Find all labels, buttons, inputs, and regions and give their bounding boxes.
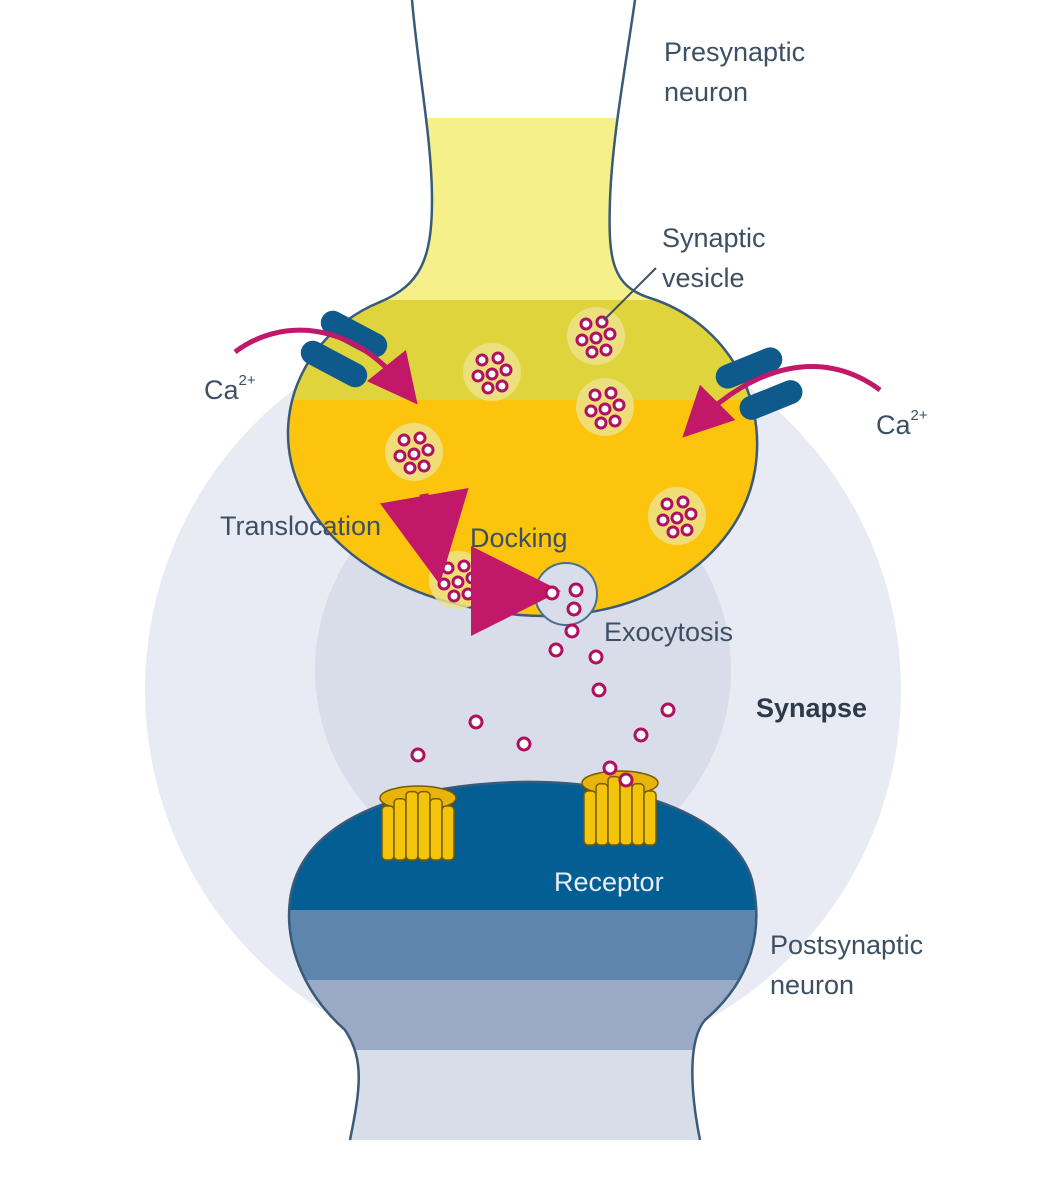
neurotransmitter-molecule: [604, 386, 618, 400]
calcium-label-right: Ca2+: [876, 405, 928, 445]
neurotransmitter-molecule: [499, 363, 513, 377]
neurotransmitter-molecule: [612, 398, 626, 412]
neurotransmitter-molecule: [437, 577, 451, 591]
calcium-channel-right: [715, 347, 803, 420]
neurotransmitter-molecule: [588, 649, 604, 665]
receptor-left: [379, 785, 457, 861]
neurotransmitter-molecule: [481, 381, 495, 395]
postsynaptic-neuron: [289, 781, 757, 1140]
neurotransmitter-molecules: [410, 582, 676, 763]
neurotransmitter-molecule: [666, 525, 680, 539]
receptor-subunit: [643, 790, 657, 846]
neurotransmitter-molecule: [575, 333, 589, 347]
receptor-subunit: [393, 798, 407, 861]
neurotransmitter-molecule: [618, 772, 634, 788]
neurotransmitter-molecule: [485, 367, 499, 381]
neurotransmitter-molecule: [588, 388, 602, 402]
translocation-arrow: [379, 487, 469, 585]
receptor-subunit: [583, 790, 597, 846]
translocation-label: Translocation: [220, 511, 382, 541]
neurotransmitter-molecule: [421, 443, 435, 457]
neurotransmitter-molecule: [407, 447, 421, 461]
receptor-subunit: [441, 805, 455, 861]
receptor-subunit: [417, 790, 431, 861]
neurotransmitter-molecule: [413, 431, 427, 445]
neurotransmitter-molecule: [680, 523, 694, 537]
neurotransmitter-molecule: [461, 587, 475, 601]
neurotransmitter-molecule: [393, 449, 407, 463]
neurotransmitter-molecule: [516, 736, 532, 752]
neurotransmitter-molecule: [591, 682, 607, 698]
receptor-subunit: [607, 775, 621, 846]
neurotransmitter-molecule: [633, 727, 649, 743]
calcium-base-right: Ca: [876, 410, 911, 440]
neurotransmitter-molecule: [660, 702, 676, 718]
postsynaptic-outline: [287, 780, 758, 1141]
neurotransmitter-molecule: [465, 571, 479, 585]
receptor-subunit: [405, 790, 419, 861]
neurotransmitter-molecule: [491, 351, 505, 365]
exocytosis-label: Exocytosis: [604, 617, 734, 647]
neurotransmitter-molecule: [397, 433, 411, 447]
docking-pocket: [534, 562, 598, 626]
calcium-arrow-right: [682, 364, 882, 438]
calcium-channel-left: [300, 310, 388, 388]
neurotransmitter-molecule: [441, 561, 455, 575]
calcium-arrow-left: [233, 327, 418, 405]
neurotransmitter-molecule: [660, 497, 674, 511]
receptor-subunit: [595, 783, 609, 846]
calcium-charge-left: 2+: [238, 372, 256, 389]
neurotransmitter-molecule: [670, 511, 684, 525]
docking-label: Docking: [470, 523, 568, 553]
neurotransmitter-molecule: [684, 507, 698, 521]
neurotransmitter-molecule: [403, 461, 417, 475]
postsynaptic-neuron-label: Postsynaptic neuron: [770, 930, 924, 1000]
neurotransmitter-molecule: [447, 589, 461, 603]
receptor-label: Receptor: [554, 867, 664, 897]
neurotransmitter-molecule: [544, 585, 560, 601]
neurotransmitter-molecule: [566, 601, 582, 617]
calcium-charge-right: 2+: [910, 407, 928, 424]
neurotransmitter-molecule: [584, 404, 598, 418]
neurotransmitter-molecule: [451, 575, 465, 589]
neurotransmitter-molecule: [568, 582, 584, 598]
neurotransmitter-molecule: [564, 623, 580, 639]
receptor-subunit: [381, 805, 395, 861]
synaptic-vesicle-label: Synaptic vesicle: [662, 223, 766, 293]
neurotransmitter-molecule: [417, 459, 431, 473]
neurotransmitter-molecule: [475, 353, 489, 367]
neurotransmitter-molecule: [468, 714, 484, 730]
receptor-subunit: [429, 798, 443, 861]
neurotransmitter-molecule: [608, 414, 622, 428]
receptor-right: [581, 760, 659, 846]
synapse-label: Synapse: [756, 693, 868, 723]
neurotransmitter-molecule: [602, 760, 618, 776]
neurotransmitter-molecule: [589, 331, 603, 345]
neurotransmitter-molecule: [599, 343, 613, 357]
neurotransmitter-molecule: [495, 379, 509, 393]
neurotransmitter-molecule: [579, 317, 593, 331]
receptor-subunit: [631, 783, 645, 846]
calcium-base-left: Ca: [204, 375, 239, 405]
neurotransmitter-molecule: [548, 642, 564, 658]
neurotransmitter-molecule: [471, 369, 485, 383]
neurotransmitter-molecule: [603, 327, 617, 341]
neurotransmitter-molecule: [457, 559, 471, 573]
neurotransmitter-molecule: [598, 402, 612, 416]
vesicle-pointer-line: [603, 267, 657, 321]
neurotransmitter-molecule: [410, 747, 426, 763]
neurotransmitter-molecule: [594, 416, 608, 430]
calcium-label-left: Ca2+: [204, 370, 256, 410]
neurotransmitter-molecule: [676, 495, 690, 509]
presynaptic-neuron-label: Presynaptic neuron: [664, 37, 806, 107]
neurotransmitter-molecule: [585, 345, 599, 359]
neurotransmitter-molecule: [656, 513, 670, 527]
